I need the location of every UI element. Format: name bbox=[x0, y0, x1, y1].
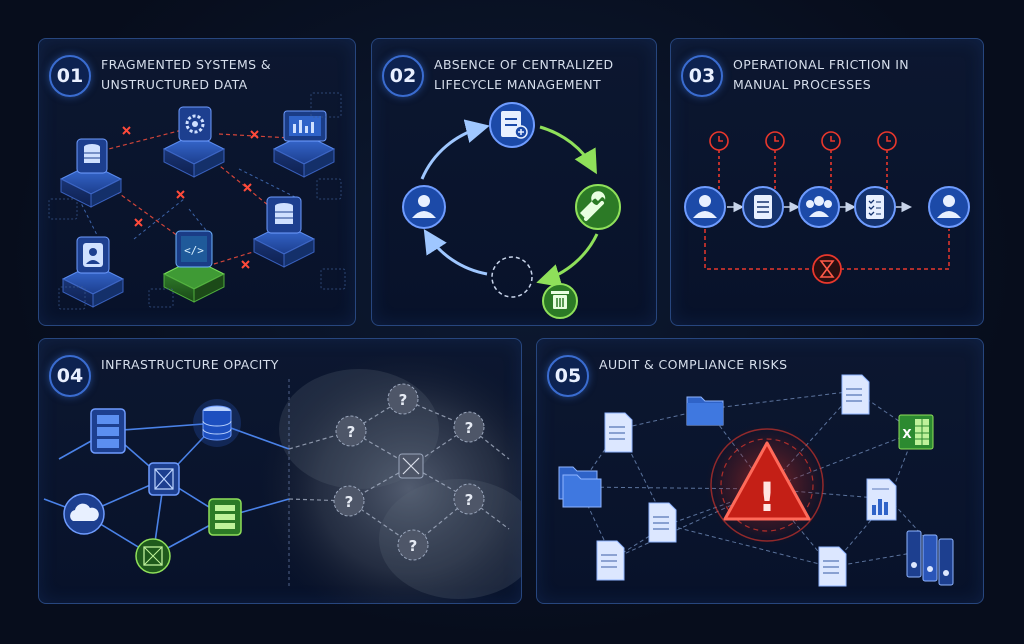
svg-text:?: ? bbox=[409, 537, 418, 555]
svg-text:?: ? bbox=[465, 491, 474, 509]
panel-number: 05 bbox=[547, 355, 589, 397]
fragmented-systems-illustration: </> bbox=[48, 92, 346, 310]
gear-icon bbox=[162, 106, 226, 178]
user-icon bbox=[928, 186, 970, 228]
panel-title: AUDIT & COMPLIANCE RISKS bbox=[599, 357, 788, 372]
network-icon bbox=[148, 462, 180, 496]
panel-number: 03 bbox=[681, 55, 723, 97]
trash-icon bbox=[542, 283, 578, 319]
database-icon bbox=[59, 138, 123, 208]
server-icon bbox=[208, 498, 242, 536]
svg-text:X: X bbox=[902, 427, 912, 441]
document-icon bbox=[489, 102, 535, 148]
user-icon bbox=[402, 185, 446, 229]
svg-text:?: ? bbox=[345, 493, 354, 511]
warning-icon: ! bbox=[705, 423, 829, 547]
svg-text:?: ? bbox=[347, 423, 356, 441]
checklist-icon bbox=[854, 186, 896, 228]
panel-audit-compliance: 05 AUDIT & COMPLIANCE RISKS bbox=[536, 338, 984, 604]
panel-title: ABSENCE OF CENTRALIZED LIFECYCLE MANAGEM… bbox=[434, 57, 614, 92]
panel-title: OPERATIONAL FRICTION IN MANUAL PROCESSES bbox=[733, 57, 910, 92]
panel-lifecycle-management: 02 ABSENCE OF CENTRALIZED LIFECYCLE MANA… bbox=[371, 38, 657, 326]
spreadsheet-icon: X bbox=[898, 414, 934, 450]
svg-text:?: ? bbox=[399, 391, 408, 409]
network-icon bbox=[135, 538, 171, 574]
wrench-icon bbox=[575, 184, 621, 230]
lifecycle-illustration bbox=[402, 102, 621, 319]
panel-fragmented-systems: 01 FRAGMENTED SYSTEMS & UNSTRUCTURED DAT… bbox=[38, 38, 356, 326]
panel-infrastructure-opacity: 04 INFRASTRUCTURE OPACITY bbox=[38, 338, 522, 604]
team-icon bbox=[798, 186, 840, 228]
chart-icon bbox=[866, 478, 897, 521]
dashboard-icon bbox=[272, 110, 336, 178]
folder-icon bbox=[558, 466, 602, 508]
database-icon bbox=[252, 196, 316, 268]
manual-process-illustration bbox=[684, 131, 970, 284]
database-icon bbox=[193, 399, 241, 447]
panel-title: INFRASTRUCTURE OPACITY bbox=[101, 357, 279, 372]
folder-icon bbox=[686, 396, 724, 426]
svg-text:!: ! bbox=[758, 475, 776, 521]
code-icon: </> bbox=[162, 230, 226, 303]
server-icon bbox=[90, 408, 126, 454]
svg-text:</>: </> bbox=[184, 244, 204, 257]
binder-icon bbox=[906, 530, 954, 586]
user-icon bbox=[684, 186, 726, 228]
network-icon bbox=[398, 453, 424, 479]
user-icon bbox=[61, 236, 125, 308]
document-icon bbox=[742, 186, 784, 228]
clock-icon bbox=[709, 131, 897, 189]
audit-illustration: ! X bbox=[558, 374, 954, 587]
question-icon: ? ? ? ? ? ? bbox=[333, 383, 485, 561]
cloud-icon bbox=[63, 493, 105, 535]
infrastructure-illustration: ? ? ? ? ? ? bbox=[43, 349, 521, 603]
panel-operational-friction: 03 OPERATIONAL FRICTION IN MANUAL PROCES… bbox=[670, 38, 984, 326]
panel-number: 02 bbox=[382, 55, 424, 97]
panel-title: FRAGMENTED SYSTEMS & UNSTRUCTURED DATA bbox=[101, 57, 272, 92]
panel-number: 01 bbox=[49, 55, 91, 97]
svg-text:?: ? bbox=[465, 419, 474, 437]
hourglass-icon bbox=[812, 254, 842, 284]
panel-number: 04 bbox=[49, 355, 91, 397]
broken-link-icon bbox=[122, 126, 259, 269]
